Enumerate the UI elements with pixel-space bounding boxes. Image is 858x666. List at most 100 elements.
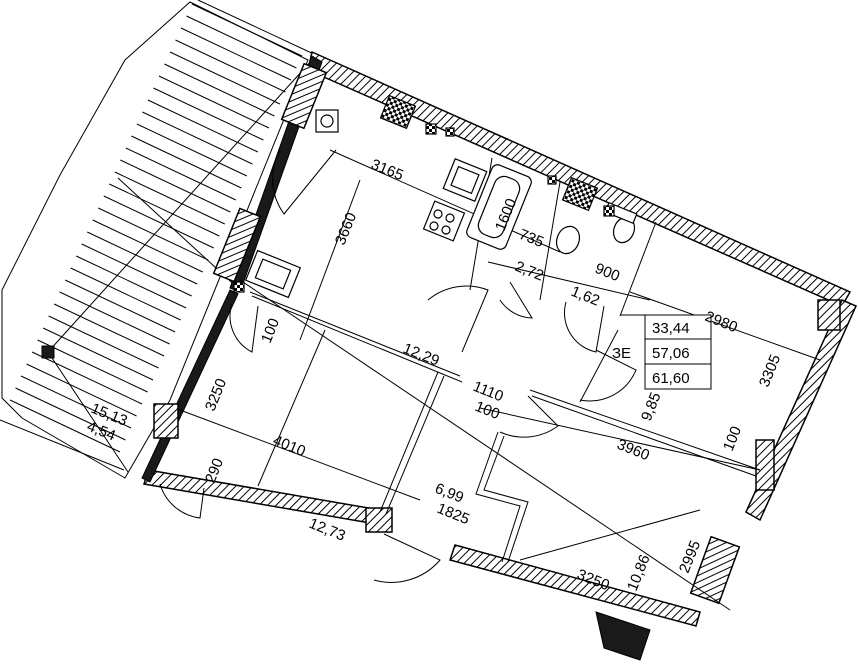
- balcony-slat: [81, 243, 192, 297]
- balcony-slat: [169, 51, 281, 105]
- door-swing-balcony[interactable]: [272, 149, 337, 215]
- door-swing-bath[interactable]: [499, 281, 533, 319]
- wall-hall-room: [379, 371, 439, 513]
- dim-290: 290: [202, 456, 227, 486]
- balcony-slat: [191, 3, 303, 57]
- wall-stub-bottom-right: [595, 611, 651, 661]
- cooktop-burner-4: [441, 225, 451, 235]
- balcony-slat: [59, 291, 170, 345]
- balcony-slat: [175, 39, 286, 93]
- balcony-slat: [142, 111, 253, 165]
- small-vent-3: [547, 175, 557, 185]
- balcony-slat: [92, 219, 203, 273]
- stove-top-2: [561, 176, 599, 212]
- dim-1825: 1825: [435, 500, 472, 528]
- area-summary: 33,44 ЗЕ 57,06 61,60: [612, 314, 712, 390]
- balcony-slats: [9, 3, 303, 453]
- door-swing-balcony-3[interactable]: [159, 483, 205, 519]
- cooktop-burner-3: [429, 221, 439, 231]
- door-swing-room-bottom-right[interactable]: [499, 395, 559, 438]
- balcony-slat: [158, 75, 270, 129]
- balcony-slat: [114, 171, 226, 225]
- kitchen-sink-basin: [450, 165, 480, 195]
- balcony-slat: [153, 87, 264, 141]
- door-swing-balcony-2[interactable]: [229, 303, 259, 353]
- wall-bottom: [449, 544, 701, 627]
- summary-label: ЗЕ: [612, 345, 631, 362]
- balcony-slat: [48, 315, 159, 369]
- balcony-slat: [20, 375, 132, 429]
- wall-corridor-2: [483, 435, 529, 563]
- summary-living-area: 33,44: [652, 320, 690, 337]
- washer-inner: [254, 258, 292, 290]
- balcony-slat: [42, 327, 154, 381]
- dim-3960: 3960: [615, 436, 652, 464]
- dim-900: 900: [593, 260, 623, 285]
- room-area-bathroom: 2,72: [513, 258, 546, 285]
- wall-corridor: [475, 431, 521, 563]
- balcony-slat: [136, 123, 248, 177]
- stove-top: [379, 94, 417, 130]
- small-vent-4: [603, 205, 615, 217]
- balcony-outline: [1, 1, 309, 479]
- balcony-slat: [103, 195, 214, 249]
- dim-735: 735: [517, 226, 547, 251]
- balcony-slat: [86, 231, 198, 285]
- dim-line-2980: [629, 291, 821, 361]
- wall-bottom-left: [143, 469, 381, 525]
- room-area-left: 12,73: [307, 515, 348, 545]
- balcony-slat: [98, 207, 209, 261]
- balcony-slat: [53, 303, 165, 357]
- balcony-diagonal-b: [47, 351, 129, 473]
- room-area-right-top: 9,85: [638, 390, 665, 423]
- balcony-post: [41, 345, 55, 359]
- cooktop: [422, 200, 466, 242]
- column-bottom: [365, 507, 393, 533]
- balcony-slat: [164, 63, 275, 117]
- balcony-slat: [37, 339, 148, 393]
- balcony-slat: [15, 387, 126, 441]
- cooktop-burner-2: [445, 213, 455, 223]
- small-vent-2: [445, 127, 455, 137]
- door-swing-room-left[interactable]: [373, 533, 441, 583]
- dim-100-a: 100: [258, 316, 283, 346]
- column-mid-left: [212, 207, 262, 283]
- door-swing-wc[interactable]: [563, 301, 605, 353]
- wall-hall-right: [579, 329, 619, 403]
- room-area-right-bottom: 10,86: [624, 552, 654, 593]
- dim-line-3165: [329, 149, 561, 253]
- door-swing-hall[interactable]: [427, 285, 489, 353]
- door-swing-room-right[interactable]: [579, 349, 637, 402]
- dim-3305: 3305: [756, 352, 784, 389]
- balcony-slat: [131, 135, 242, 189]
- cooktop-burner-1: [433, 209, 443, 219]
- summary-box: [644, 314, 712, 390]
- long-diagonal: [239, 279, 731, 611]
- interior-walls: [179, 149, 821, 611]
- balcony-slat: [186, 15, 297, 69]
- wall-bath-right: [539, 181, 561, 301]
- room-area-wc: 1,62: [569, 283, 602, 310]
- small-vent-5: [233, 281, 245, 293]
- wall-room-divider: [257, 329, 326, 487]
- balcony-slat: [75, 255, 187, 309]
- balcony-slat: [31, 351, 143, 405]
- balcony-railing: [197, 0, 319, 57]
- balcony-slat: [125, 147, 237, 201]
- balcony-slat: [180, 27, 292, 81]
- balcony-railing-lower: [0, 419, 125, 471]
- dim-100-c: 100: [720, 424, 745, 454]
- balcony-slat: [109, 183, 220, 237]
- wall-kitchen-hall: [249, 291, 461, 377]
- bathtub-inner: [477, 175, 521, 239]
- wall-kitchen-hall-2: [251, 295, 463, 383]
- small-vent: [425, 123, 437, 135]
- balcony-slat: [120, 159, 231, 213]
- column-bottom-left: [153, 403, 179, 439]
- column-right-lower: [755, 439, 775, 491]
- outer-walls: [141, 50, 857, 661]
- column-top-left: [280, 62, 328, 130]
- balcony-diagonal-a: [47, 59, 313, 353]
- dim-line-4010: [179, 409, 421, 501]
